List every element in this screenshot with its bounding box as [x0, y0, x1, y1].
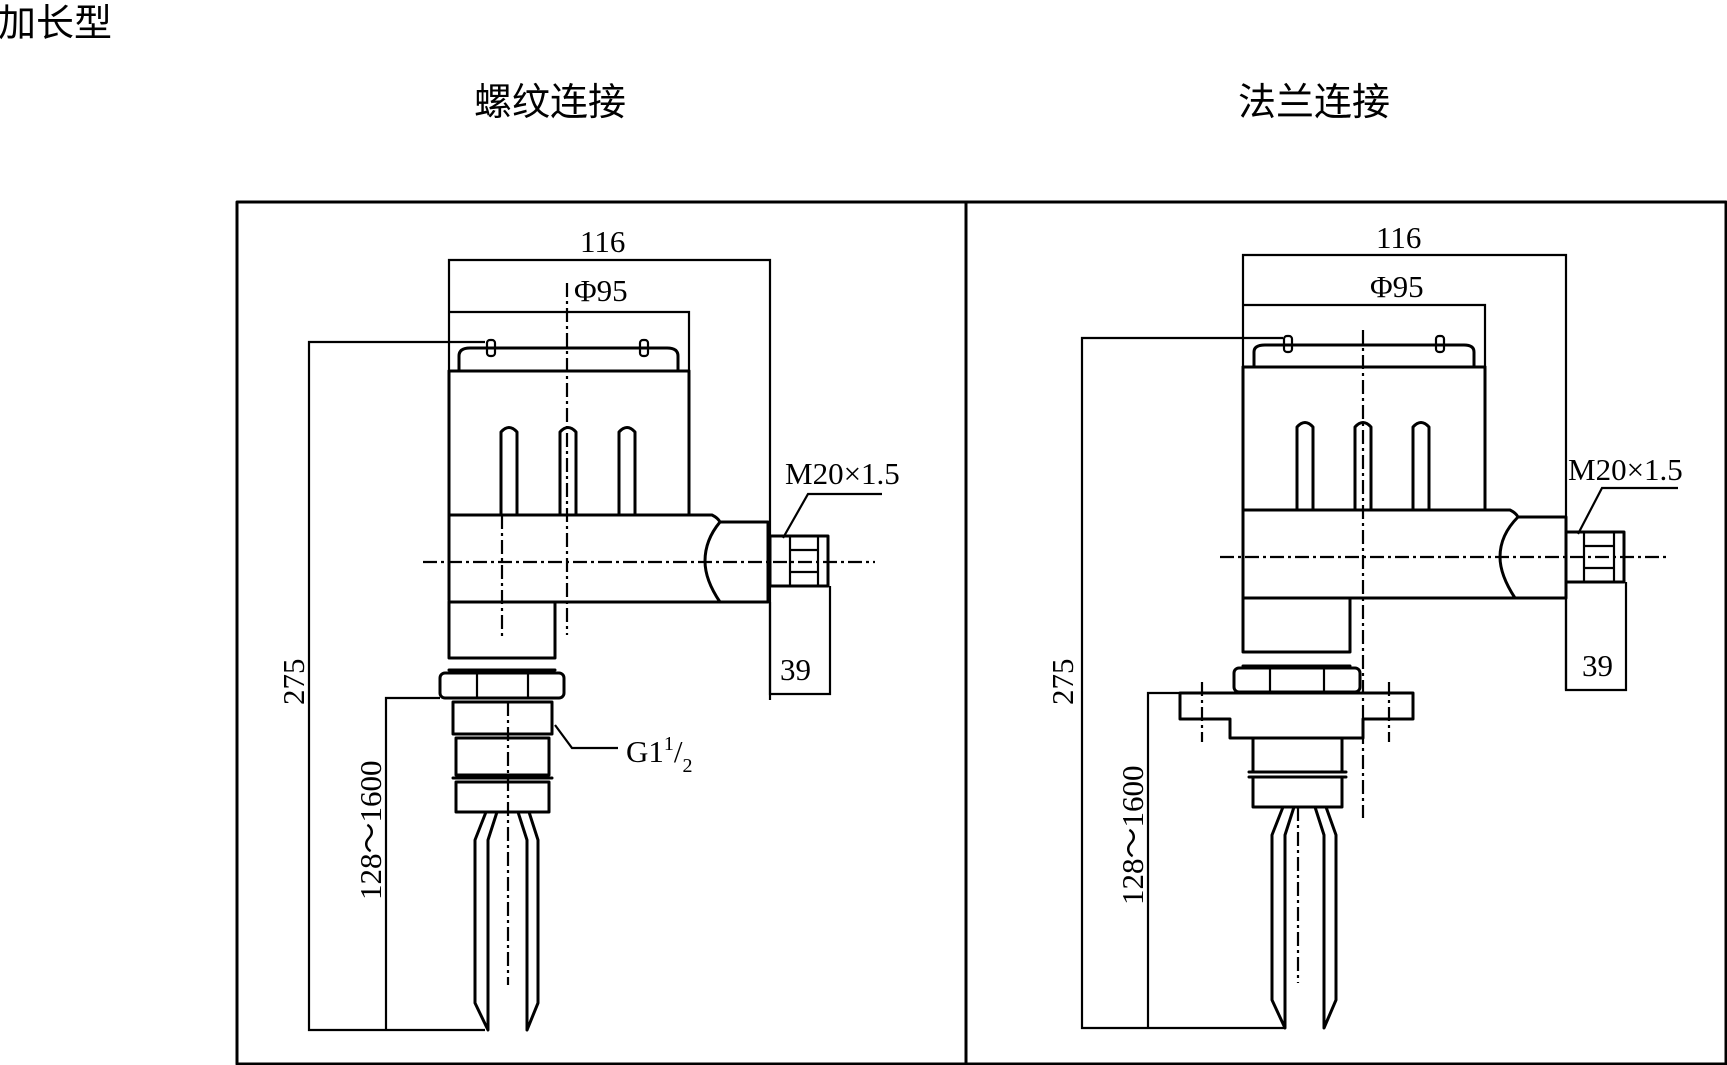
process-thread: [451, 700, 554, 814]
head-cap: [1252, 343, 1476, 368]
neck: [1241, 596, 1352, 668]
drawing-heading: 加长型: [0, 1, 112, 45]
terminal-pin: [1411, 421, 1431, 512]
view-title-flanged: 法兰连接: [1238, 80, 1390, 124]
dim-m20: M20×1.5: [785, 456, 900, 491]
dim-116: 116: [1376, 220, 1421, 255]
threaded-view: 116 Φ95 M20×1.5 39: [276, 224, 900, 1032]
frame-threaded: [235, 200, 968, 1065]
dim-39: 39: [780, 652, 811, 687]
leader-m20: [1577, 486, 1678, 535]
dim-line-275: [307, 340, 485, 1032]
dim-line-275: [1080, 336, 1285, 1030]
dim-line-phi95: [449, 310, 691, 370]
cap-screw: [485, 338, 497, 358]
dim-phi95: Φ95: [1370, 269, 1424, 304]
dim-phi95: Φ95: [574, 273, 628, 308]
dim-line-116: [1241, 253, 1568, 690]
terminal-pin: [617, 426, 637, 517]
head-cap: [457, 346, 680, 372]
flange-spigot: [1247, 736, 1348, 809]
housing-arm: [1241, 508, 1568, 600]
fork-tine-right: [1313, 805, 1338, 1030]
terminal-pin: [1295, 421, 1315, 512]
cap-screw: [638, 338, 650, 358]
flange: [1178, 691, 1415, 740]
fork-tine-right: [516, 810, 540, 1032]
dim-line-128-1600: [1146, 691, 1180, 1028]
dim-line-39: [1564, 582, 1628, 692]
dim-line-phi95: [1243, 303, 1487, 368]
dim-39: 39: [1582, 648, 1613, 683]
neck: [447, 600, 557, 672]
cap-screw: [1434, 334, 1446, 354]
terminal-pin: [1353, 421, 1373, 512]
fork-tine-left: [473, 810, 499, 1032]
dim-line-39: [768, 586, 832, 696]
dim-line-116: [447, 258, 772, 700]
hex-nut: [1232, 666, 1362, 694]
housing-arm: [447, 513, 770, 604]
dim-line-128-1600: [384, 696, 440, 1030]
fork-tine-left: [1270, 805, 1296, 1030]
view-title-threaded: 螺纹连接: [474, 80, 626, 124]
terminal-pin: [499, 426, 519, 517]
flanged-view: 116 Φ95 M20×1.5 39: [1045, 220, 1683, 1030]
dim-g-thread: G11/2: [626, 733, 693, 777]
dim-m20: M20×1.5: [1568, 452, 1683, 487]
cap-screw: [1282, 334, 1294, 354]
dim-275: 275: [1045, 659, 1080, 706]
dim-128-1600: 128～1600: [1115, 766, 1150, 906]
frame-flanged: [964, 200, 1727, 1065]
dim-116: 116: [580, 224, 625, 259]
dim-275: 275: [276, 659, 311, 706]
leader-m20: [782, 492, 882, 539]
leader-g112: [554, 724, 618, 750]
hex-nut: [438, 671, 566, 700]
dim-128-1600: 128～1600: [353, 761, 388, 901]
